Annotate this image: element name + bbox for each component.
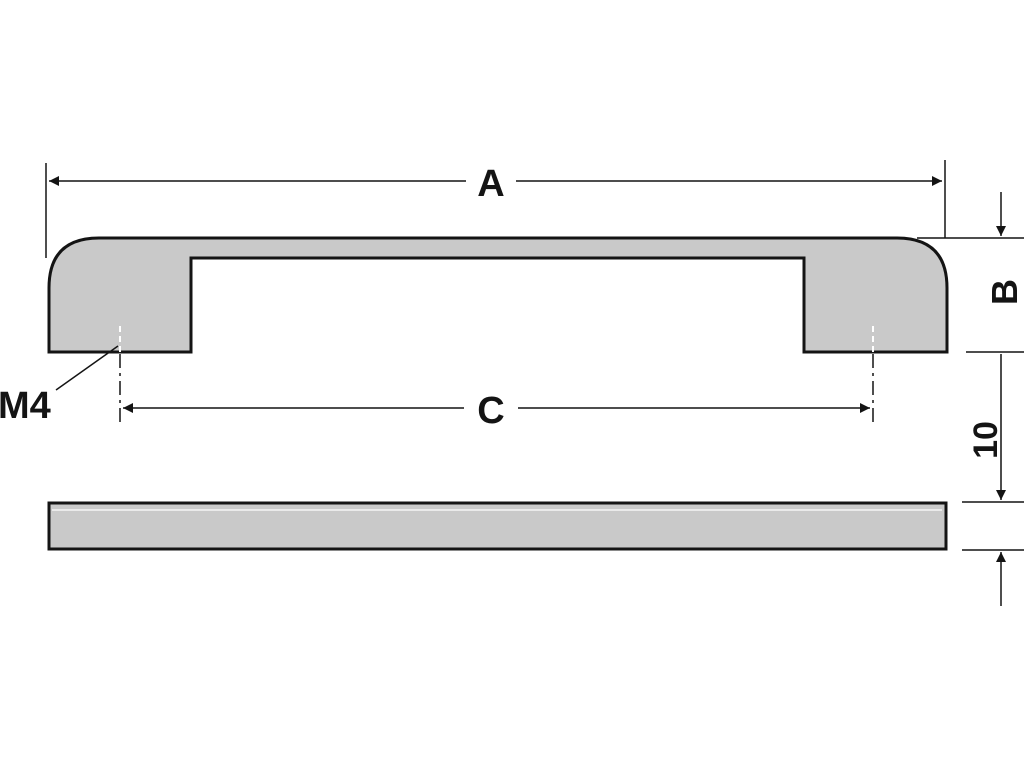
dimension-label-a: A	[477, 163, 504, 205]
thread-label-m4: M4	[0, 385, 51, 427]
m4-leader-line	[55, 345, 119, 391]
dimension-label-c: C	[477, 390, 504, 432]
handle-side-view	[47, 236, 949, 354]
dimension-label-b: B	[984, 279, 1024, 305]
handle-edge-view	[47, 501, 948, 551]
dimension-label-10: 10	[967, 421, 1005, 459]
